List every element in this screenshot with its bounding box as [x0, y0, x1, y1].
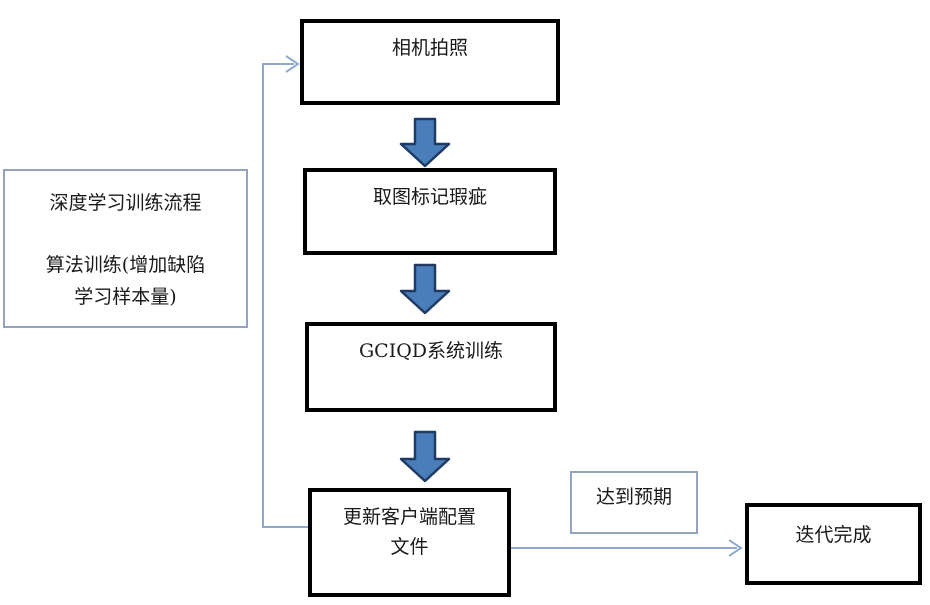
node-camera-label: 相机拍照 [391, 37, 468, 59]
note-line2: 算法训练(增加缺陷 [45, 254, 206, 276]
node-camera: 相机拍照 [300, 19, 560, 105]
feedback-arrowhead-icon [285, 55, 300, 73]
node-expectation-label: 达到预期 [595, 486, 672, 508]
node-iteration-complete-label: 迭代完成 [795, 524, 872, 546]
node-update-config: 更新客户端配置 文件 [308, 488, 511, 597]
node-update-config-label-line1: 更新客户端配置 [342, 506, 476, 528]
node-mark-defects: 取图标记瑕疵 [303, 168, 557, 255]
feedback-loop-connector [262, 63, 308, 528]
node-mark-defects-label: 取图标记瑕疵 [372, 186, 487, 208]
node-system-training: GCIQD系统训练 [305, 322, 557, 412]
down-arrow-icon [399, 263, 451, 315]
node-update-config-label-line2: 文件 [390, 536, 429, 558]
note-box: 深度学习训练流程 算法训练(增加缺陷 学习样本量) [3, 169, 248, 328]
node-expectation: 达到预期 [570, 471, 698, 534]
node-system-training-label: GCIQD系统训练 [358, 340, 504, 362]
down-arrow-icon [399, 430, 451, 483]
note-line1: 深度学习训练流程 [49, 192, 202, 214]
note-line3: 学习样本量) [74, 286, 177, 308]
node-iteration-complete: 迭代完成 [745, 503, 922, 585]
down-arrow-icon [399, 117, 451, 168]
complete-arrowhead-icon [728, 539, 743, 557]
